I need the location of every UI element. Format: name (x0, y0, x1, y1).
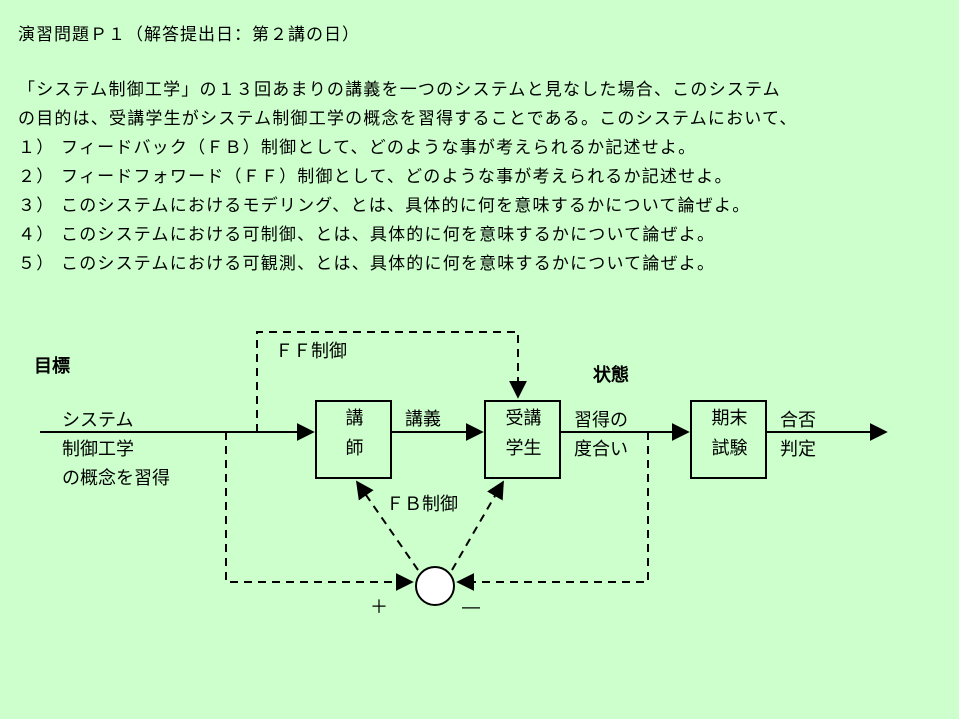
plus-sign: ＋ (370, 597, 388, 618)
fb-arrow-to-lecturer (355, 480, 419, 571)
reference-feedback-path (225, 432, 414, 591)
problem-statement: 「システム制御工学」の１３回あまりの講義を一つのシステムと見なした場合、このシス… (18, 76, 953, 279)
minus-sign: ― (462, 597, 480, 618)
state-feedback-path (456, 432, 649, 591)
fb-label: ＦＢ制御 (386, 494, 458, 515)
target-label: 目標 (34, 356, 70, 377)
students-block (484, 400, 561, 479)
state-label: 状態 (593, 365, 629, 386)
degree-label: 習得の 度合い (574, 410, 628, 460)
lecturer-block-label: 講 師 (345, 408, 364, 459)
question-5: ５） このシステムにおける可観測、とは、具体的に何を意味するかについて論ぜよ。 (18, 254, 716, 274)
result-label: 合否 判定 (780, 410, 816, 460)
ff-path (256, 331, 527, 432)
question-4: ４） このシステムにおける可制御、とは、具体的に何を意味するかについて論ぜよ。 (18, 225, 716, 245)
question-1: １） フィードバック（ＦＢ）制御として、どのような事が考えられるか記述せよ。 (18, 138, 697, 158)
question-2: ２） フィードフォワード（ＦＦ）制御として、どのような事が考えられるか記述せよ。 (18, 167, 733, 187)
paragraph-line-1: 「システム制御工学」の１３回あまりの講義を一つのシステムと見なした場合、このシス… (18, 80, 781, 100)
students-block-label: 受講 学生 (505, 408, 542, 459)
lecture-label: 講義 (405, 409, 441, 430)
question-3: ３） このシステムにおけるモデリング、とは、具体的に何を意味するかについて論ぜよ… (18, 196, 751, 216)
exam-block-label: 期末 試験 (711, 408, 748, 459)
comparator-circle (415, 566, 455, 606)
input-label: システム 制御工学 の概念を習得 (62, 410, 170, 489)
lecturer-block (315, 400, 392, 479)
fb-arrow-to-students (451, 480, 504, 571)
paragraph-line-2: の目的は、受講学生がシステム制御工学の概念を習得することである。このシステムにお… (18, 109, 798, 129)
ff-label: ＦＦ制御 (275, 341, 347, 362)
page-title: 演習問題Ｐ１（解答提出日：第２講の日） (18, 25, 360, 45)
exam-block (690, 400, 767, 479)
